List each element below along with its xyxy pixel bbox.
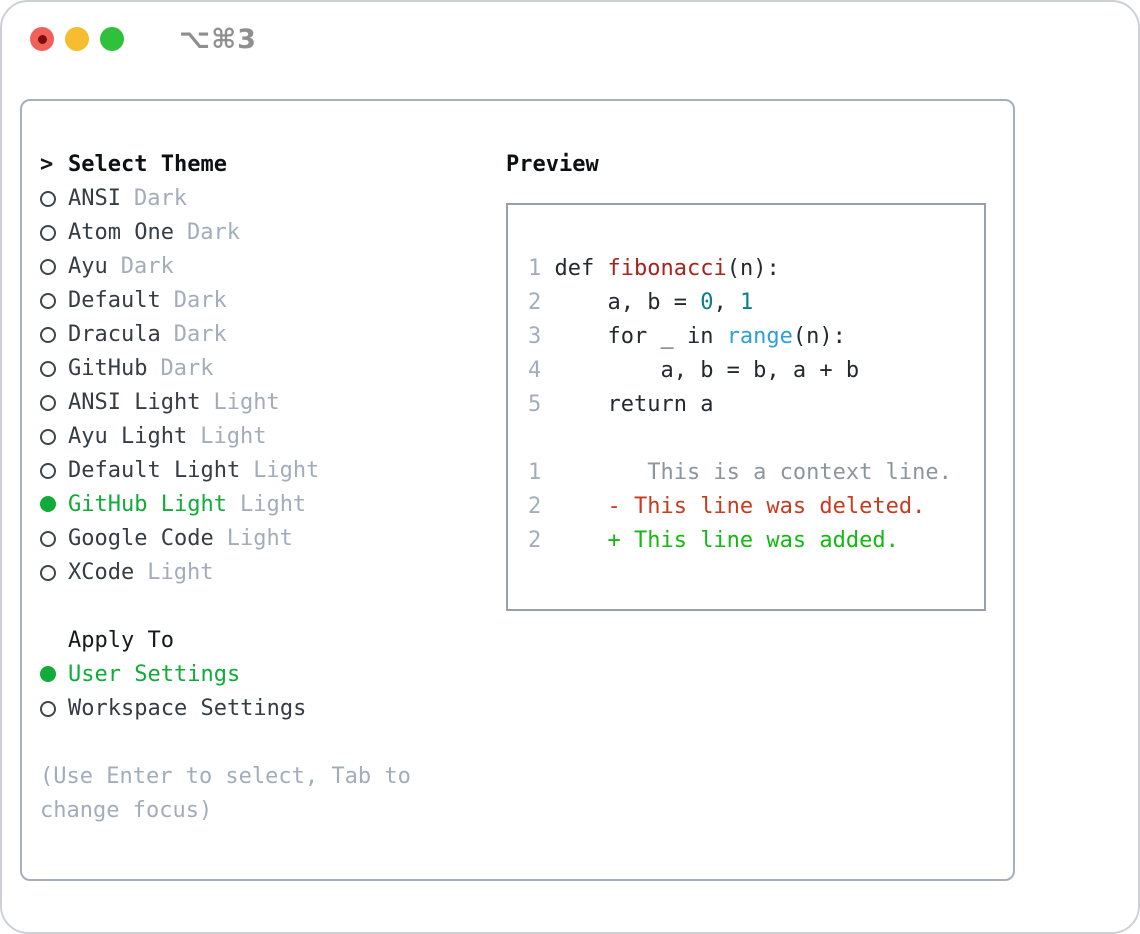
apply-to-header: Apply To bbox=[40, 624, 411, 658]
apply-option-workspace-settings[interactable]: Workspace Settings bbox=[40, 692, 411, 726]
apply-to-title: Apply To bbox=[68, 628, 174, 653]
select-theme-title: Select Theme bbox=[68, 152, 227, 177]
theme-variant-label: Light bbox=[226, 526, 293, 551]
radio-icon bbox=[40, 361, 56, 377]
code-line-1: 1 def fibonacci(n): bbox=[528, 256, 780, 281]
theme-variant-label: Light bbox=[147, 560, 214, 585]
zoom-button[interactable] bbox=[100, 27, 124, 51]
theme-variant-label: Dark bbox=[120, 254, 174, 279]
radio-icon bbox=[40, 429, 56, 445]
select-theme-header: > Select Theme bbox=[40, 148, 411, 182]
theme-variant-label: Dark bbox=[186, 220, 240, 245]
preview-title: Preview bbox=[506, 152, 599, 177]
theme-variant-label: Dark bbox=[133, 186, 187, 211]
theme-variant-label: Light bbox=[213, 390, 280, 415]
radio-icon bbox=[40, 395, 56, 411]
spacer-row bbox=[40, 726, 411, 760]
theme-variant-label: Light bbox=[200, 424, 267, 449]
diff-added-line: 2 + This line was added. bbox=[528, 528, 899, 553]
radio-icon bbox=[40, 565, 56, 581]
window-shortcut-label: ⌥⌘3 bbox=[179, 23, 257, 55]
minimize-button[interactable] bbox=[65, 27, 89, 51]
theme-variant-label: Light bbox=[239, 492, 307, 517]
close-button[interactable] bbox=[30, 27, 54, 51]
spacer-line bbox=[528, 422, 984, 456]
hint-line-2: change focus) bbox=[40, 798, 213, 823]
preview-header: Preview bbox=[506, 148, 599, 182]
theme-variant-label: Light bbox=[253, 458, 320, 483]
radio-selected-icon bbox=[40, 666, 56, 682]
close-dot-icon bbox=[37, 34, 47, 44]
code-line-3: 3 for _ in range(n): bbox=[528, 324, 846, 349]
theme-variant-label: Dark bbox=[173, 322, 227, 347]
code-line-5: 5 return a bbox=[528, 392, 714, 417]
radio-icon bbox=[40, 531, 56, 547]
radio-icon bbox=[40, 463, 56, 479]
apply-option-user-settings[interactable]: User Settings bbox=[40, 658, 411, 692]
radio-icon bbox=[40, 225, 56, 241]
code-line-2: 2 a, b = 0, 1 bbox=[528, 290, 754, 315]
diff-deleted-line: 2 - This line was deleted. bbox=[528, 494, 926, 519]
radio-icon bbox=[40, 327, 56, 343]
radio-icon bbox=[40, 701, 56, 717]
radio-icon bbox=[40, 293, 56, 309]
spacer-row bbox=[40, 590, 411, 624]
radio-icon bbox=[40, 259, 56, 275]
radio-selected-icon bbox=[40, 496, 56, 512]
hint-line-1: (Use Enter to select, Tab to bbox=[40, 764, 411, 789]
diff-context-line: 1 This is a context line. bbox=[528, 460, 952, 485]
theme-variant-label: Dark bbox=[160, 356, 214, 381]
theme-variant-label: Dark bbox=[173, 288, 227, 313]
preview-code-box: 1 def fibonacci(n): 2 a, b = 0, 1 3 for … bbox=[506, 203, 986, 611]
titlebar: ⌥⌘3 bbox=[2, 2, 1138, 76]
focus-arrow-icon: > bbox=[40, 152, 54, 177]
radio-icon bbox=[40, 191, 56, 207]
code-line-4: 4 a, b = b, a + b bbox=[528, 358, 860, 383]
